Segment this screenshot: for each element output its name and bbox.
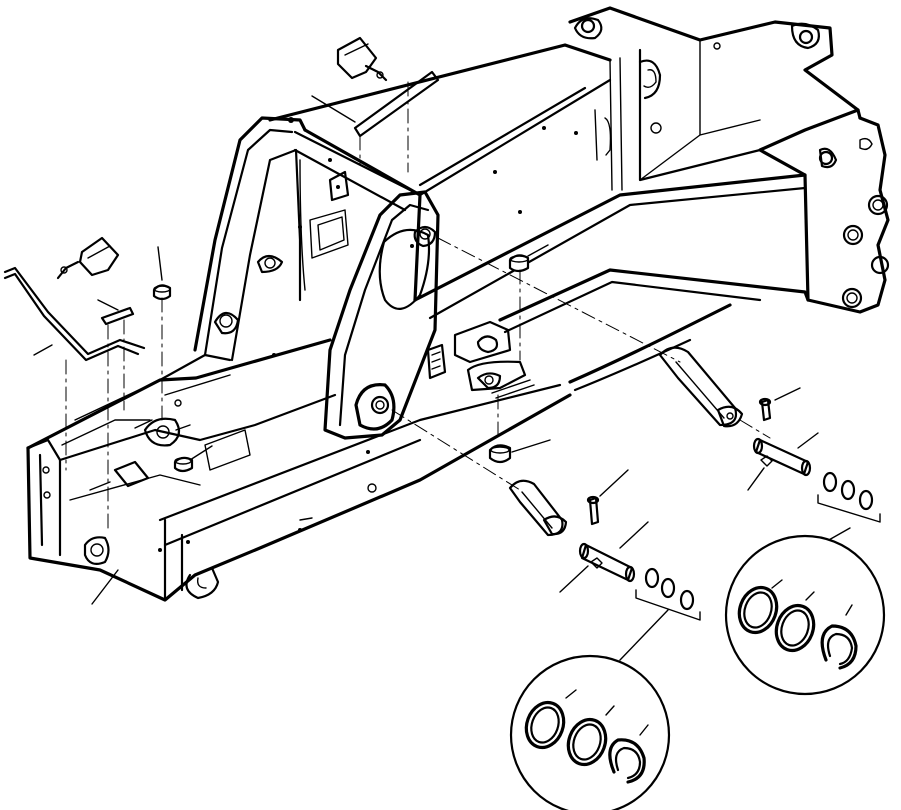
link-arm-left (508, 479, 568, 537)
grommets (152, 254, 530, 473)
pin-right (752, 437, 812, 477)
pin-left (578, 542, 636, 583)
assembly-centerlines (65, 81, 771, 531)
detail-view-right (724, 534, 886, 696)
key-pin (100, 306, 135, 326)
bolts (586, 397, 773, 569)
front-frame (26, 116, 572, 602)
switch-left (56, 236, 120, 280)
switch-upper (336, 36, 388, 82)
switch-rod (353, 70, 440, 138)
rear-frame (268, 6, 890, 392)
link-arm-right (658, 346, 744, 428)
ring-set-left (635, 567, 701, 621)
ring-set-right (817, 471, 881, 523)
detail-view-left (509, 654, 671, 810)
bent-rod (3, 266, 146, 362)
